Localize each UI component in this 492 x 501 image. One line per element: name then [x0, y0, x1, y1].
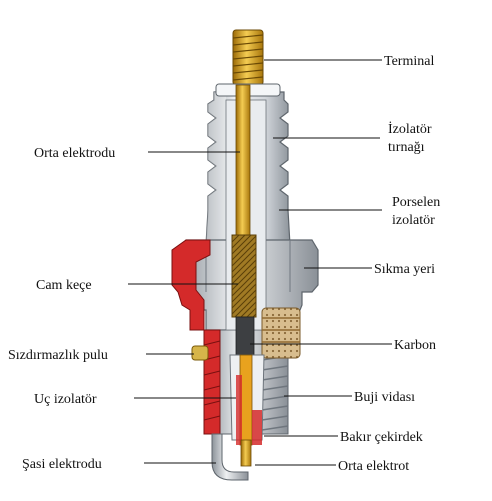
label-copper-core: Bakır çekirdek	[340, 430, 423, 445]
terminal-nut	[232, 29, 264, 86]
carbon-resistor	[261, 307, 301, 359]
label-porcelain-line1: Porselen	[392, 195, 440, 210]
label-ground-electrode: Şasi elektrodu	[22, 457, 102, 472]
label-glass-seal: Cam keçe	[36, 278, 92, 293]
label-terminal: Terminal	[384, 54, 434, 69]
label-center-electrode-rod: Orta elektrodu	[34, 146, 115, 161]
label-porcelain-line2: izolatör	[392, 213, 435, 228]
label-insulator-ribs-line2: tırnağı	[388, 140, 425, 155]
label-tip-insulator: Uç izolatör	[34, 392, 97, 407]
center-electrode-rod	[235, 84, 251, 236]
label-hex: Sıkma yeri	[374, 262, 435, 277]
label-center-electrode: Orta elektrot	[338, 459, 409, 474]
label-insulator-ribs-line1: İzolatör	[388, 121, 432, 137]
center-electrode-tip	[240, 439, 252, 467]
leader-lines	[128, 59, 392, 466]
ground-electrode	[211, 433, 249, 481]
sealing-gasket	[191, 345, 209, 361]
label-gasket: Sızdırmazlık pulu	[8, 348, 108, 363]
spark-plug	[171, 29, 319, 481]
label-thread: Buji vidası	[354, 390, 415, 405]
labels: Terminal İzolatör tırnağı Porselen izola…	[8, 54, 440, 474]
shell-cutaway	[171, 239, 211, 331]
label-carbon: Karbon	[394, 338, 436, 353]
glass-seal	[231, 234, 257, 318]
